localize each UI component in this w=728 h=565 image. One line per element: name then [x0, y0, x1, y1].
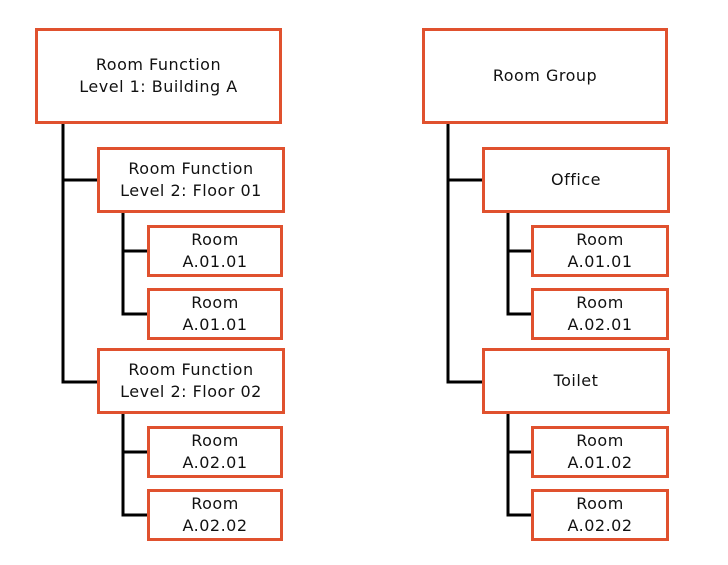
node-label-line: Level 1: Building A — [79, 77, 238, 96]
node-office: Office — [482, 147, 670, 213]
node-label-line: Room Group — [492, 66, 598, 85]
node-room-group: Room Group — [422, 28, 668, 124]
node-label-line: Office — [551, 170, 601, 189]
node-label-line: Room — [576, 293, 624, 312]
node-toilet: Toilet — [482, 348, 670, 414]
node-label-line: Room Function — [128, 360, 254, 379]
node-label-line: Room — [576, 494, 624, 513]
node-room-a0202-left: Room A.02.02 — [147, 489, 283, 541]
node-label-line: A.01.01 — [182, 252, 248, 271]
node-label-line: Room — [576, 230, 624, 249]
node-room-a0101-first: Room A.01.01 — [147, 225, 283, 277]
node-room-a0101-second: Room A.01.01 — [147, 288, 283, 340]
node-label-line: A.01.02 — [567, 453, 633, 472]
node-label-line: Room — [191, 230, 239, 249]
node-label-line: Room — [576, 431, 624, 450]
node-label-line: A.02.01 — [182, 453, 248, 472]
node-room-function-level1: Room Function Level 1: Building A — [35, 28, 282, 124]
node-label-line: Room Function — [128, 159, 254, 178]
node-label-line: A.01.01 — [567, 252, 633, 271]
node-label-line: Level 2: Floor 02 — [120, 382, 262, 401]
node-label-line: A.02.02 — [182, 516, 248, 535]
node-room-a0201-left: Room A.02.01 — [147, 426, 283, 478]
node-label-line: Room Function — [95, 55, 222, 74]
node-label-line: Room — [191, 293, 239, 312]
node-room-a0101-office: Room A.01.01 — [531, 225, 669, 277]
node-room-function-level2-floor02: Room Function Level 2: Floor 02 — [97, 348, 285, 414]
node-label-line: Level 2: Floor 01 — [120, 181, 262, 200]
node-label-line: A.02.02 — [567, 516, 633, 535]
node-room-function-level2-floor01: Room Function Level 2: Floor 01 — [97, 147, 285, 213]
node-room-a0102-toilet: Room A.01.02 — [531, 426, 669, 478]
node-label-line: A.02.01 — [567, 315, 633, 334]
node-room-a0202-toilet: Room A.02.02 — [531, 489, 669, 541]
node-room-a0201-office: Room A.02.01 — [531, 288, 669, 340]
node-label-line: Room — [191, 431, 239, 450]
node-label-line: Room — [191, 494, 239, 513]
node-label-line: Toilet — [553, 371, 599, 390]
node-label-line: A.01.01 — [182, 315, 248, 334]
